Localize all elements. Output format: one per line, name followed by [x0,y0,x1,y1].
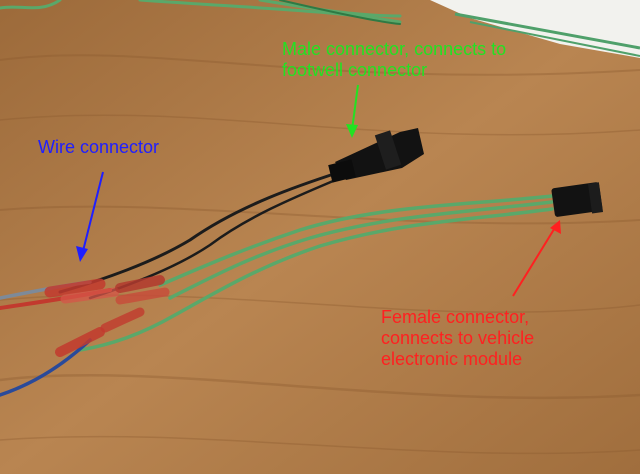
blue-arrow [76,171,104,262]
female-connector-label: Female connector, connects to vehicle el… [381,307,535,369]
female-connector [551,182,604,217]
green-arrow [346,84,359,138]
male-connector [328,128,424,183]
annotation-arrows [76,84,561,297]
splice-connectors [44,275,170,357]
wire-connector-label: Wire connector [38,137,160,157]
female-connector-wires [78,194,554,352]
red-arrow [512,220,561,297]
white-board [430,0,640,58]
male-connector-label: Male connector, connects to footwell con… [282,39,507,80]
top-wires [0,0,402,25]
